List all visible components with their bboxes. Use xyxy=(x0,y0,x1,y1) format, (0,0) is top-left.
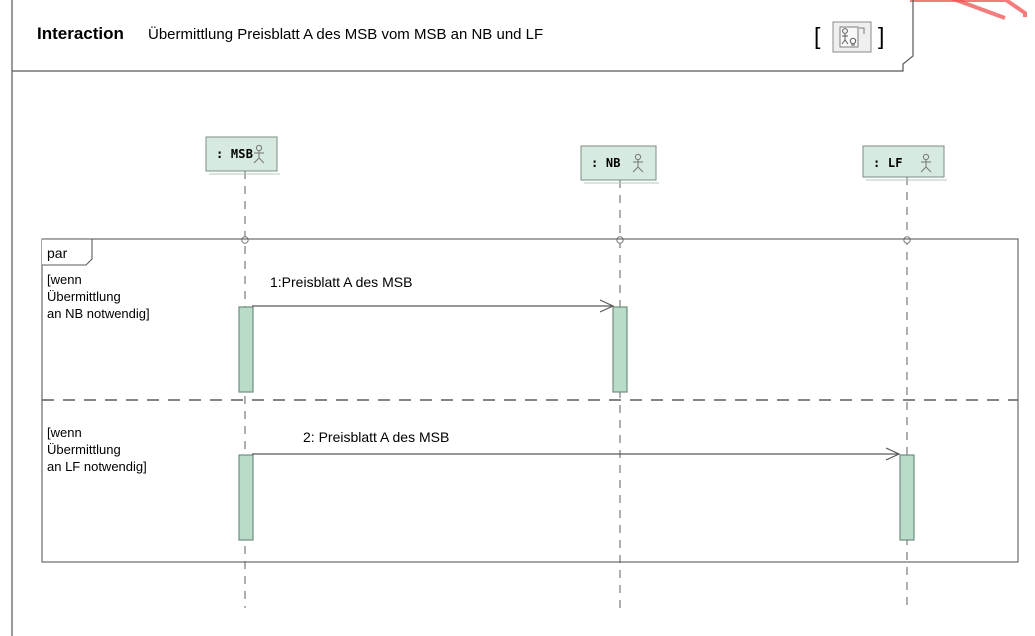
participant-label-msb: : MSB xyxy=(216,147,253,161)
activation-nb-1 xyxy=(612,306,628,393)
participant-label-nb: : NB xyxy=(591,156,621,170)
participant-lf: : LF xyxy=(862,145,947,608)
lifeline-join-lf xyxy=(903,236,911,244)
actor-icon xyxy=(253,144,265,164)
actor-icon xyxy=(920,153,932,173)
guard-1-line-2: Übermittlung xyxy=(47,289,121,304)
participant-nb: : NB xyxy=(580,145,659,608)
participant-box-nb xyxy=(580,145,657,181)
actor-icon xyxy=(632,153,644,173)
message-2-arrowhead xyxy=(885,447,901,461)
watermark-graphic xyxy=(910,0,1027,20)
guard-1-line-3: an NB notwendig] xyxy=(47,306,150,321)
guard-2-line-2: Übermittlung xyxy=(47,442,121,457)
par-fragment: par [wenn Übermittlung an NB notwendig] … xyxy=(41,238,1019,563)
message-1-arrowhead xyxy=(599,299,615,313)
guard-1-line-1: [wenn xyxy=(47,272,82,287)
activation-lf-1 xyxy=(899,454,915,541)
guard-2-line-3: an LF notwendig] xyxy=(47,459,147,474)
par-fragment-label-box xyxy=(42,238,93,266)
frame-header-border xyxy=(12,0,914,72)
frame-keyword: Interaction xyxy=(37,24,124,43)
message-1-label: 1:Preisblatt A des MSB xyxy=(270,274,412,290)
diagram-icon: [ ] xyxy=(814,21,884,53)
lifeline-join-msb xyxy=(241,236,249,244)
participant-label-lf: : LF xyxy=(873,156,903,170)
svg-text:]: ] xyxy=(878,23,884,49)
frame-title: Übermittlung Preisblatt A des MSB vom MS… xyxy=(148,25,543,43)
activation-msb-2 xyxy=(238,454,254,541)
svg-text:[: [ xyxy=(814,23,821,49)
messages-layer: 1:Preisblatt A des MSB 2: Preisblatt A d… xyxy=(252,274,901,461)
activation-msb-1 xyxy=(238,306,254,393)
message-2-label: 2: Preisblatt A des MSB xyxy=(303,429,449,445)
participants-layer: : MSB : NB : LF xyxy=(205,136,947,608)
par-fragment-label: par xyxy=(47,245,68,261)
lifeline-join-nb xyxy=(616,236,624,244)
participant-box-msb xyxy=(205,136,278,172)
frame-header: Interaction Übermittlung Preisblatt A de… xyxy=(11,0,914,636)
guard-2-line-1: [wenn xyxy=(47,425,82,440)
participant-msb: : MSB xyxy=(205,136,280,608)
